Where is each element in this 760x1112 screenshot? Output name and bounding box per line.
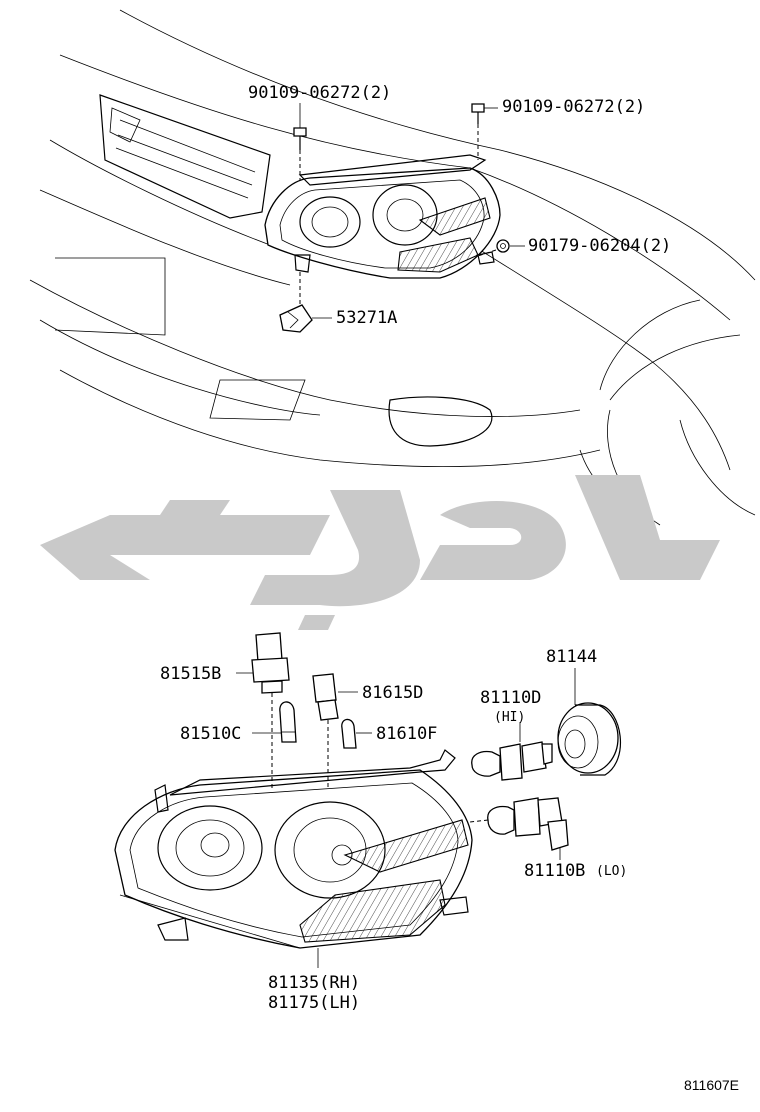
socket-b-icon [251,632,290,790]
label-bulb-lo-tag: (LO) [596,864,627,879]
vehicle-front-outline [29,9,756,526]
label-unit-lh: 81175(LH) [268,993,360,1013]
label-nut: 90179-06204(2) [528,236,671,256]
label-unit-rh: 81135(RH) [268,973,360,993]
nut-icon [477,239,510,257]
bolt-right-icon [471,103,485,160]
bulb-lo-icon [469,797,569,851]
dust-cover-icon [557,702,622,776]
label-socket-b: 81515B [160,664,221,684]
headlamp-installed [264,154,501,279]
label-socket-d: 81615D [362,683,423,703]
label-bulb-hi-tag: (HI) [494,710,525,725]
socket-d-icon [312,673,339,790]
label-cover: 81144 [546,647,597,667]
label-bolt-left: 90109-06272(2) [248,83,391,103]
watermark-logo [40,475,720,630]
bulb-c-icon [279,701,297,743]
label-bolt-right: 90109-06272(2) [502,97,645,117]
bolt-left-icon [293,127,307,180]
label-bulb-lo-part: 81110B [524,861,585,881]
label-clip: 53271A [336,308,397,328]
bulb-f-icon [341,718,357,749]
headlamp-exploded [114,749,473,949]
figure-code: 811607E [684,1077,739,1093]
label-bulb-hi-part: 81110D [480,688,541,708]
label-bulb-c: 81510C [180,724,241,744]
label-bulb-f: 81610F [376,724,437,744]
bulb-hi-icon [471,741,553,781]
clip-icon [279,272,313,333]
